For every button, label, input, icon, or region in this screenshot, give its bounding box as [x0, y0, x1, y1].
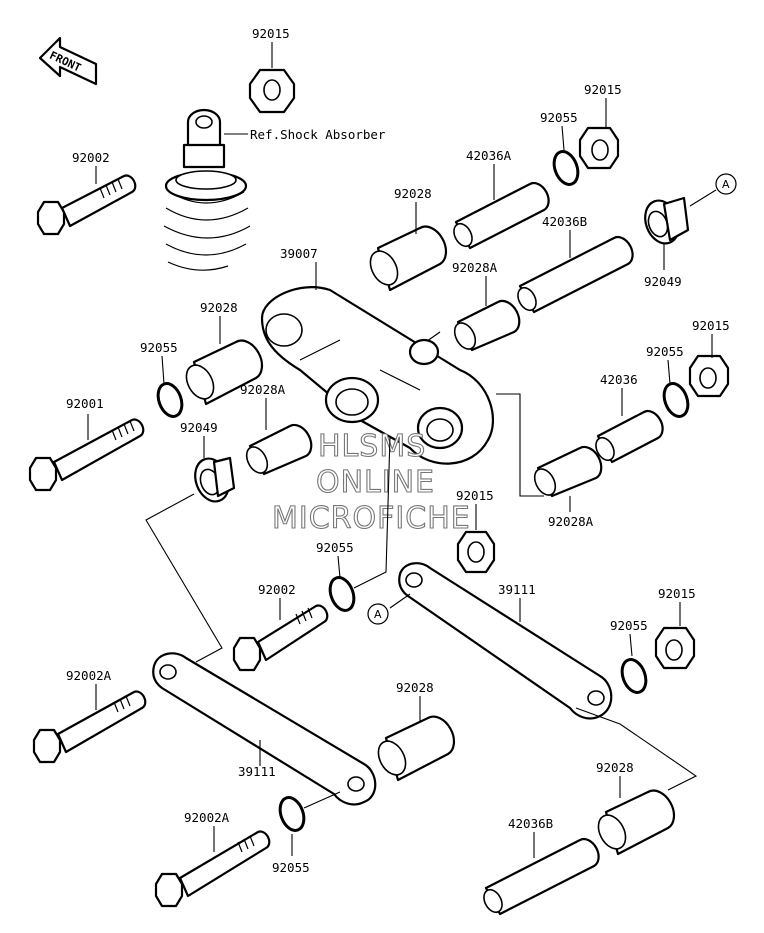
bolt-92002a-2	[154, 826, 271, 908]
ref-circle-a-bottom: A	[374, 608, 382, 621]
bolt-92002a-1	[32, 684, 147, 764]
watermark-line-1: HLSMS	[318, 429, 426, 464]
label-92055-bottom: 92055	[272, 860, 310, 875]
label-42036b-top: 42036B	[542, 214, 587, 229]
oring-92055-center	[328, 435, 391, 612]
watermark-line-2: ONLINE	[316, 465, 435, 500]
label-92002-center: 92002	[258, 582, 296, 597]
bushing-92028a-left	[245, 398, 313, 476]
bushing-92028-left	[185, 316, 264, 406]
oring-92055-right-3	[620, 633, 648, 694]
label-92002a-1: 92002A	[66, 668, 112, 683]
nut-92015-center	[456, 504, 496, 574]
bushing-92028-bottom-right	[575, 707, 698, 856]
label-92001: 92001	[66, 396, 104, 411]
label-92015-right-3: 92015	[658, 586, 696, 601]
label-42036b-bottom: 42036B	[508, 816, 553, 831]
seal-92049-left	[145, 436, 236, 663]
oring-92055-right-1	[552, 125, 580, 186]
watermark: HLSMS ONLINE MICROFICHE	[271, 428, 471, 536]
label-39111-left: 39111	[238, 764, 276, 779]
rocker-arm-39007	[260, 262, 544, 497]
ref-circle-a-top: A	[722, 178, 730, 191]
collar-42036	[595, 388, 664, 464]
label-92028-left: 92028	[200, 300, 238, 315]
label-92028-top: 92028	[394, 186, 432, 201]
label-92049-right: 92049	[644, 274, 682, 289]
bushing-92028a-mid	[453, 276, 521, 352]
link-rod-39111-left	[152, 652, 377, 806]
nut-92015-right-2	[688, 334, 730, 398]
oring-92055-bottom	[278, 791, 341, 856]
label-92055-right-2: 92055	[646, 344, 684, 359]
label-92055-left: 92055	[140, 340, 178, 355]
part-number-labels: 92015 92002 92015 92055 42036A 92028 420…	[66, 26, 730, 875]
label-92015-top: 92015	[252, 26, 290, 41]
nut-92015-top	[248, 42, 296, 114]
label-92015-center: 92015	[456, 488, 494, 503]
bolt-92002-top	[36, 166, 137, 236]
watermark-line-3: MICROFICHE	[272, 501, 471, 536]
collar-42036b-bottom	[483, 832, 600, 916]
label-92002a-2: 92002A	[184, 810, 230, 825]
oring-92055-right-2	[662, 359, 690, 418]
label-92015-right-2: 92015	[692, 318, 730, 333]
label-92002-top: 92002	[72, 150, 110, 165]
bolt-92002-center	[232, 598, 329, 672]
collar-42036a	[453, 164, 550, 250]
label-39111-right: 39111	[498, 582, 536, 597]
label-92055-right-3: 92055	[610, 618, 648, 633]
label-42036: 42036	[600, 372, 638, 387]
label-92049-left: 92049	[180, 420, 218, 435]
collar-42036b-top	[517, 230, 634, 314]
oring-92055-left	[156, 355, 184, 418]
bushing-92028-top	[369, 202, 448, 292]
seal-92049-right: A	[644, 173, 737, 270]
front-direction-marker: FRONT	[38, 36, 98, 86]
label-42036a: 42036A	[466, 148, 512, 163]
bushing-92028-bottom	[377, 696, 456, 782]
nut-92015-right-3	[654, 602, 696, 670]
label-92055-center: 92055	[316, 540, 354, 555]
label-92028-bottom: 92028	[396, 680, 434, 695]
label-92028a-left: 92028A	[240, 382, 286, 397]
label-92015-right-1: 92015	[584, 82, 622, 97]
label-92028a-mid: 92028A	[452, 260, 498, 275]
bolt-92001	[28, 414, 145, 492]
label-92028-bottom-right: 92028	[596, 760, 634, 775]
bushing-92028a-right	[533, 445, 603, 512]
label-92055-right-1: 92055	[540, 110, 578, 125]
label-92028a-right: 92028A	[548, 514, 594, 529]
label-39007: 39007	[280, 246, 318, 261]
shock-absorber-reference: Ref.Shock Absorber	[163, 108, 386, 271]
shock-absorber-note: Ref.Shock Absorber	[250, 127, 386, 142]
nut-92015-right-1	[578, 98, 620, 170]
link-rod-39111-right: A	[367, 562, 613, 720]
